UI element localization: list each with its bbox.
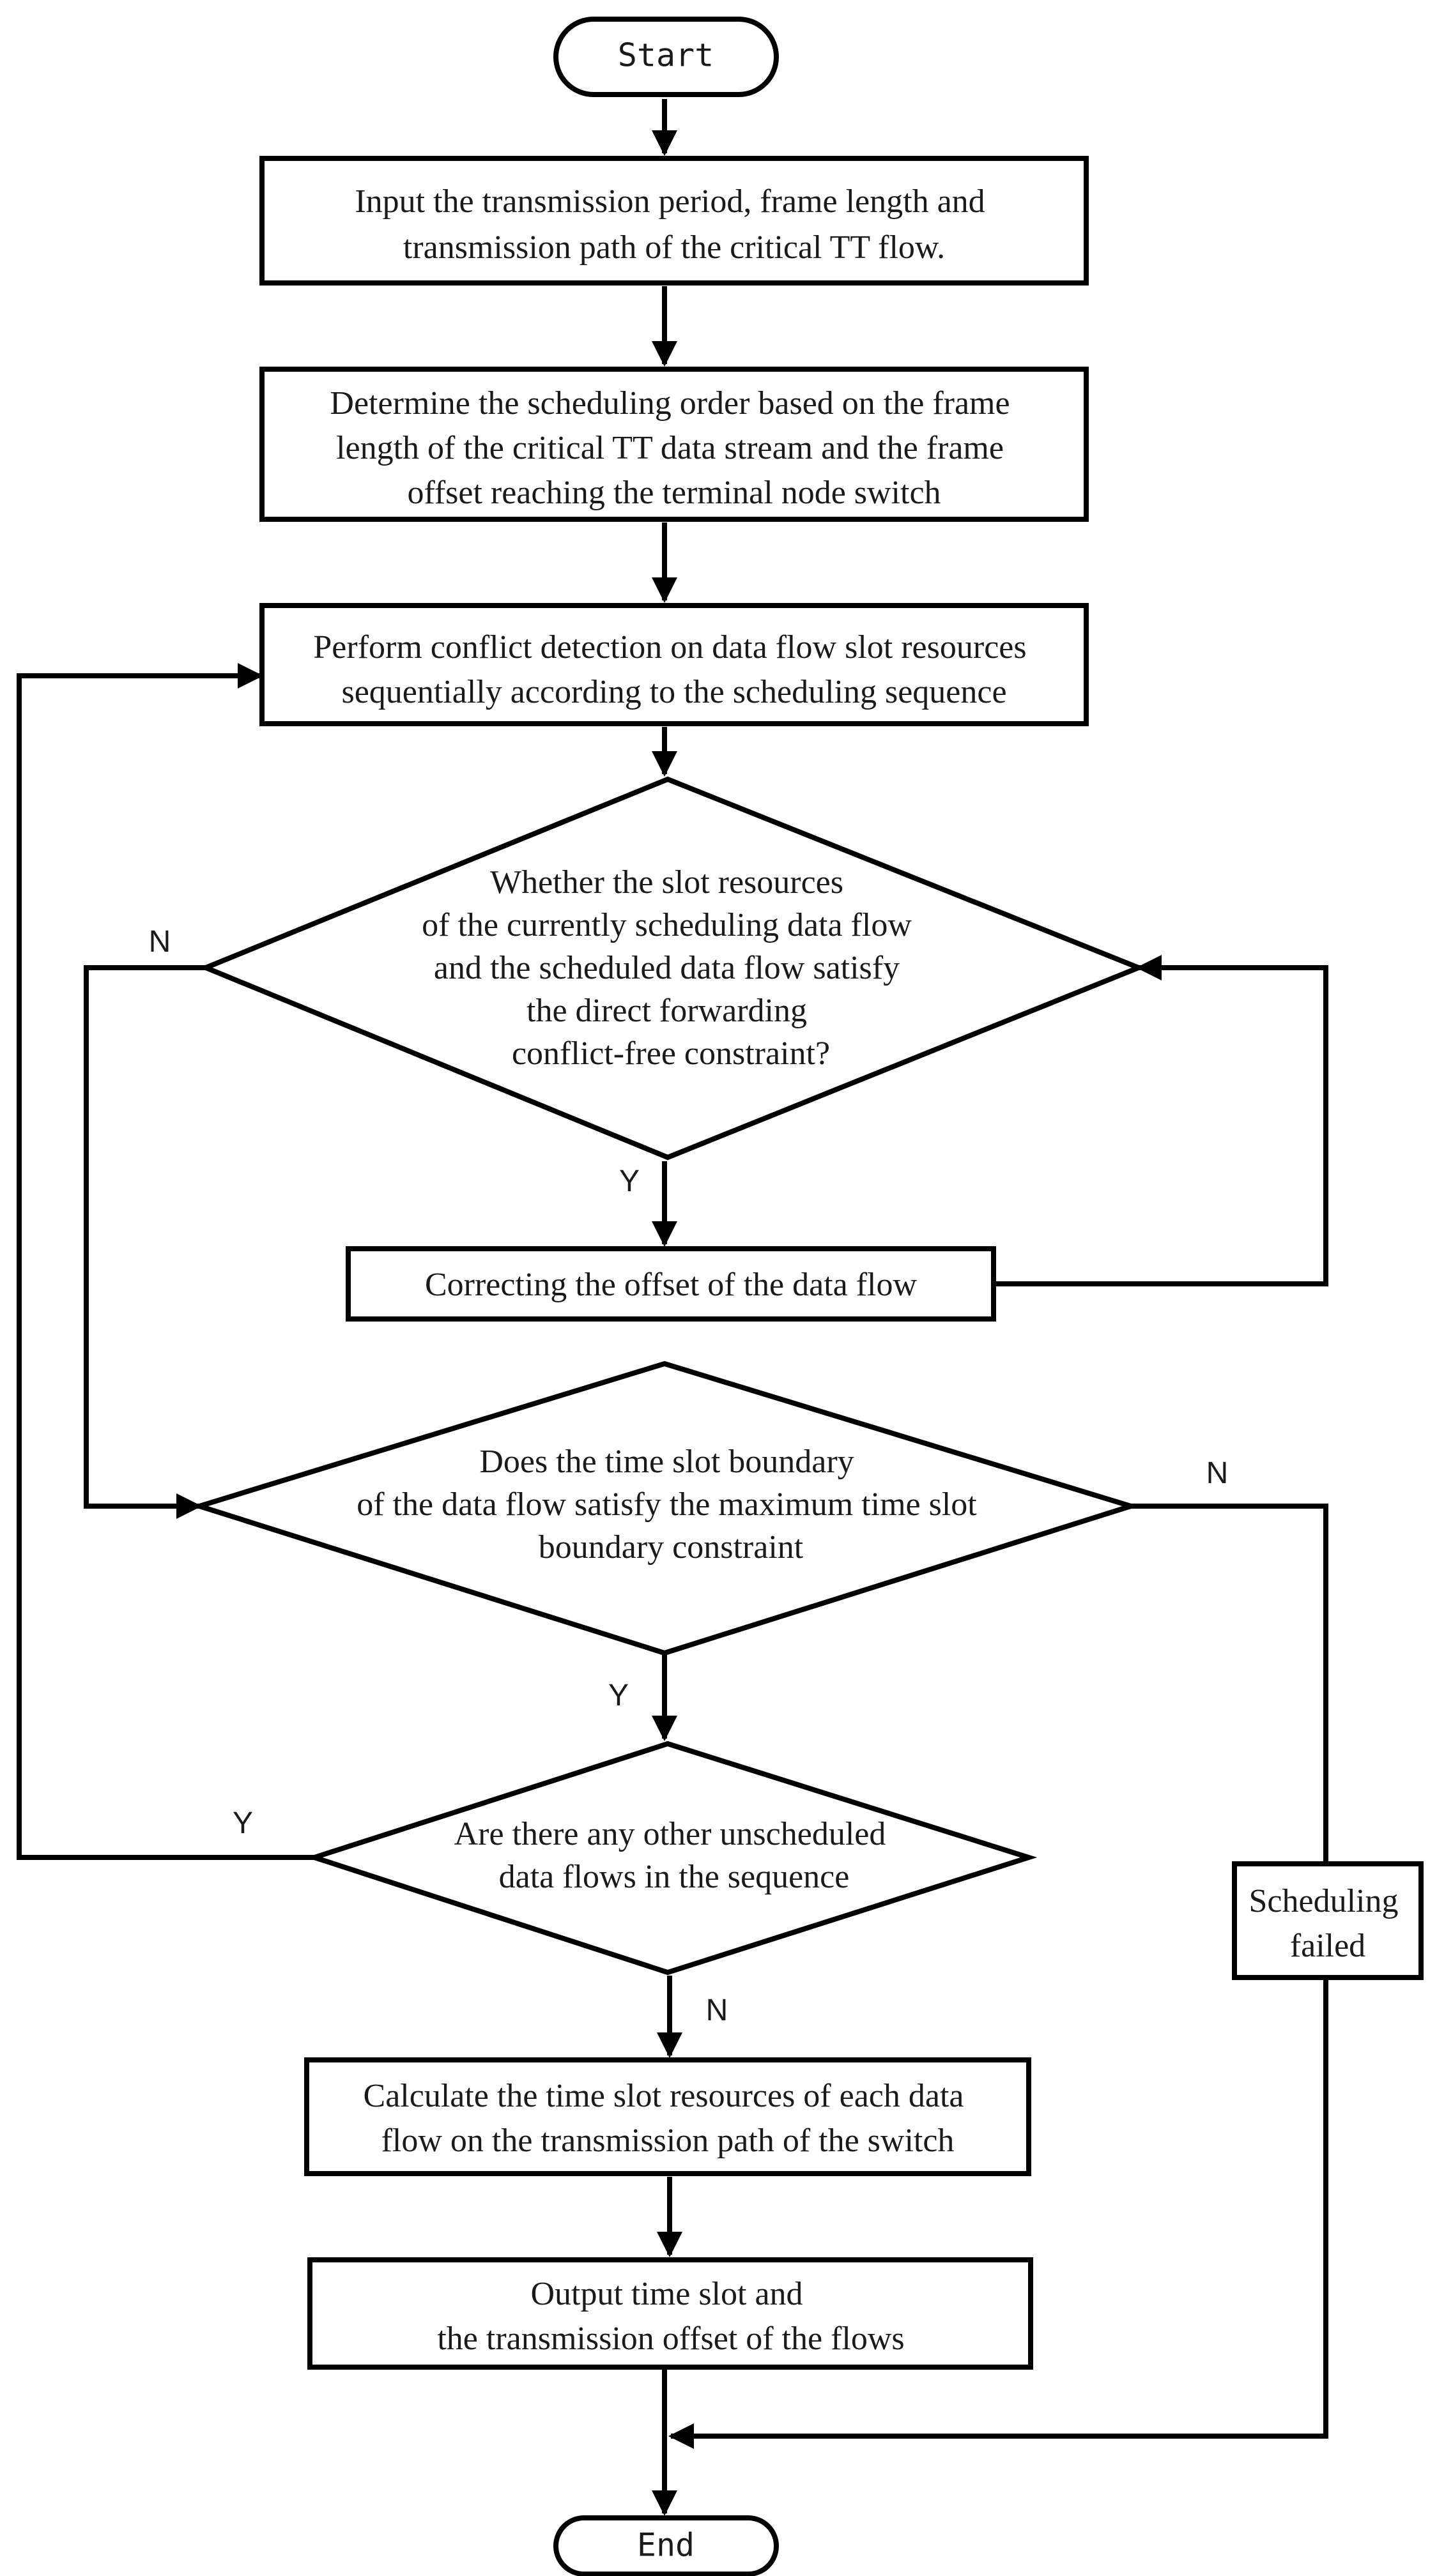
decision1-line: the direct forwarding — [526, 993, 807, 1029]
decision3-line: Are there any other unscheduled — [454, 1816, 886, 1852]
output-text: Output time slot and the transmission of… — [437, 2276, 904, 2357]
end-label: End — [637, 2527, 695, 2564]
edge-fail-to-end — [668, 1978, 1328, 2449]
decision1-yes-label: Y — [619, 1164, 640, 1198]
fail-line: failed — [1290, 1928, 1365, 1964]
decision1-line: conflict-free constraint? — [512, 1035, 830, 1072]
node-input[interactable]: Input the transmission period, frame len… — [259, 156, 1089, 286]
decision1-line: of the currently scheduling data flow — [422, 907, 912, 943]
calc-box — [304, 2057, 1031, 2176]
decision2-line: Does the time slot boundary — [479, 1444, 854, 1480]
calc-line: flow on the transmission path of the swi… — [381, 2123, 955, 2159]
decision2-yes-label: Y — [608, 1679, 629, 1712]
edge-decision2-no-to-fail — [1131, 1504, 1328, 1864]
input-text: Input the transmission period, frame len… — [355, 183, 993, 266]
output-box — [307, 2257, 1033, 2370]
node-detect[interactable]: Perform conflict detection on data flow … — [259, 603, 1089, 726]
output-line: the transmission offset of the flows — [437, 2321, 904, 2357]
output-line: Output time slot and — [530, 2276, 803, 2312]
edge-labels: N Y N Y Y N — [149, 925, 1229, 2027]
edge-decision3-yes-loop-to-detect — [17, 663, 314, 1860]
decision3-line: data flows in the sequence — [499, 1859, 850, 1895]
input-box — [259, 156, 1089, 286]
node-output[interactable]: Output time slot and the transmission of… — [307, 2257, 1033, 2370]
node-correct[interactable]: Correcting the offset of the data flow — [346, 1246, 996, 1322]
connectors — [17, 99, 1328, 2516]
node-decision3[interactable]: Are there any other unscheduled data flo… — [306, 1741, 1038, 1976]
decision2-text: Does the time slot boundary of the data … — [357, 1444, 985, 1566]
fail-box — [1232, 1861, 1424, 1980]
node-order[interactable]: Determine the scheduling order based on … — [259, 367, 1089, 522]
order-box — [259, 367, 1089, 522]
input-line: Input the transmission period, frame len… — [355, 183, 985, 220]
detect-line: sequentially according to the scheduling… — [341, 674, 1006, 710]
decision1-diamond — [199, 776, 1146, 1161]
start-label: Start — [618, 37, 714, 74]
decision1-line: Whether the slot resources — [490, 864, 843, 901]
node-fail[interactable]: Scheduling failed — [1232, 1861, 1424, 1980]
correct-text: Correcting the offset of the data flow — [425, 1267, 918, 1303]
detect-line: Perform conflict detection on data flow … — [313, 629, 1026, 666]
decision1-line: and the scheduled data flow satisfy — [434, 950, 900, 986]
calc-text: Calculate the time slot resources of eac… — [364, 2078, 972, 2159]
node-decision2[interactable]: Does the time slot boundary of the data … — [190, 1360, 1140, 1656]
detect-text: Perform conflict detection on data flow … — [313, 629, 1034, 710]
decision3-no-label: N — [706, 1993, 728, 2027]
node-decision1[interactable]: Whether the slot resources of the curren… — [199, 776, 1146, 1161]
edge-decision1-no-to-decision2 — [84, 965, 206, 1519]
detect-box — [259, 603, 1089, 726]
node-calc[interactable]: Calculate the time slot resources of eac… — [304, 2057, 1031, 2176]
order-line: Determine the scheduling order based on … — [330, 385, 1010, 422]
input-line: transmission path of the critical TT flo… — [403, 229, 945, 266]
node-start[interactable]: Start — [553, 17, 779, 97]
edge-correct-loop-to-decision1 — [994, 955, 1328, 1286]
correct-box — [346, 1246, 996, 1322]
decision2-diamond — [190, 1360, 1140, 1656]
calc-line: Calculate the time slot resources of eac… — [364, 2078, 964, 2114]
decision3-text: Are there any other unscheduled data flo… — [454, 1816, 895, 1895]
start-terminator — [553, 17, 779, 97]
fail-text: Scheduling failed — [1249, 1883, 1407, 1964]
order-line: length of the critical TT data stream an… — [336, 430, 1004, 466]
decision2-line: of the data flow satisfy the maximum tim… — [357, 1486, 977, 1523]
order-line: offset reaching the terminal node switch — [407, 475, 941, 511]
decision3-yes-label: Y — [233, 1806, 253, 1840]
decision2-no-label: N — [1206, 1456, 1229, 1490]
node-end[interactable]: End — [553, 2515, 779, 2576]
decision3-diamond — [306, 1741, 1038, 1976]
end-terminator — [553, 2515, 779, 2576]
fail-line: Scheduling — [1249, 1883, 1399, 1919]
decision1-text: Whether the slot resources of the curren… — [422, 864, 920, 1072]
order-text: Determine the scheduling order based on … — [330, 385, 1018, 511]
decision1-no-label: N — [149, 925, 171, 959]
decision2-line: boundary constraint — [539, 1529, 804, 1566]
